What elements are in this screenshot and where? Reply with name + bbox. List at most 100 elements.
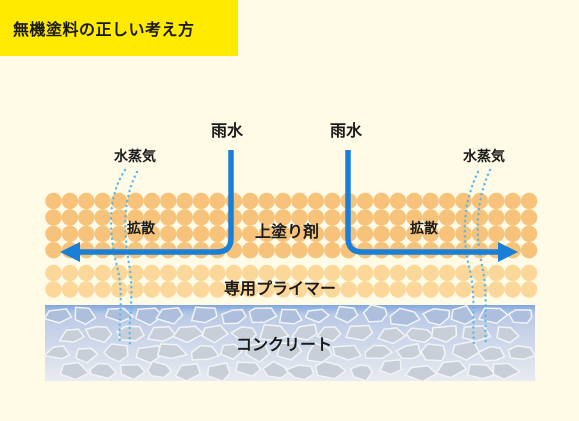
layer-dot xyxy=(127,225,144,242)
layer-dot xyxy=(209,264,226,282)
concrete-stone xyxy=(59,361,91,381)
concrete-stone xyxy=(421,308,451,326)
layer-dot xyxy=(389,209,407,226)
layer-dot xyxy=(324,209,341,226)
layer-dot xyxy=(373,192,390,210)
layer-dot xyxy=(438,264,456,282)
concrete-stone xyxy=(507,344,537,361)
vapor-path xyxy=(109,168,127,347)
concrete-stone xyxy=(258,324,290,342)
concrete-stone xyxy=(376,327,407,345)
concrete-stone xyxy=(284,364,315,381)
layer-dot xyxy=(94,281,111,298)
layer-dot xyxy=(242,209,259,226)
layer-dot xyxy=(192,192,210,210)
concrete-stone xyxy=(42,344,71,360)
layer-dot xyxy=(455,281,472,298)
layer-dot xyxy=(110,281,128,298)
layer-dot xyxy=(406,264,423,282)
layer-dot xyxy=(143,281,161,298)
layer-dot xyxy=(110,192,128,210)
layer-dot xyxy=(160,264,177,282)
layer-dot xyxy=(307,192,325,210)
concrete-stone xyxy=(476,345,506,362)
layer-dot xyxy=(192,209,210,226)
primer-layer xyxy=(45,264,538,298)
concrete-stone xyxy=(314,360,347,380)
concrete-stone xyxy=(201,324,230,344)
layer-dot xyxy=(504,225,521,242)
concrete-stone xyxy=(74,347,99,364)
layer-dot xyxy=(192,281,210,298)
concrete-stone xyxy=(316,326,342,343)
concrete-stone xyxy=(43,308,73,324)
layer-dot xyxy=(373,281,390,298)
topcoat-label: 上塗り剤 xyxy=(255,222,320,241)
layer-dot xyxy=(389,264,407,282)
layer-dot xyxy=(520,225,538,242)
layer-dot xyxy=(258,281,275,298)
concrete-stone xyxy=(174,362,202,382)
layer-dot xyxy=(488,225,505,242)
layer-dot xyxy=(455,225,472,242)
layer-dot xyxy=(389,192,407,210)
concrete-stone xyxy=(404,364,438,383)
layer-dot xyxy=(389,225,407,242)
layer-dot xyxy=(291,192,308,210)
concrete-stone xyxy=(362,303,388,323)
layer-dot xyxy=(78,225,95,242)
concrete-stone xyxy=(395,343,422,360)
diffusion-label-left: 拡散 xyxy=(127,221,155,237)
layer-dot xyxy=(61,264,79,282)
layer-dot xyxy=(160,281,177,298)
concrete-stone xyxy=(278,308,303,325)
layer-dot xyxy=(488,281,505,298)
layer-dot xyxy=(225,209,243,226)
layer-dot xyxy=(176,209,193,226)
concrete-stone xyxy=(155,307,184,325)
concrete-stone xyxy=(74,306,97,326)
layer-dot xyxy=(291,242,308,259)
concrete-stone xyxy=(364,344,394,360)
layer-dot xyxy=(520,192,538,210)
layer-dot xyxy=(94,192,111,210)
concrete-stone xyxy=(146,360,173,379)
concrete-stone xyxy=(389,307,421,327)
layer-dot xyxy=(307,242,325,259)
layer-dot xyxy=(176,264,193,282)
concrete-stone xyxy=(466,363,497,380)
layer-dot xyxy=(438,192,456,210)
layer-dot xyxy=(143,264,161,282)
layer-dot xyxy=(225,225,243,242)
vapor-label-left: 水蒸気 xyxy=(114,149,156,165)
concrete-stone xyxy=(102,343,129,363)
layer-dot xyxy=(324,264,341,282)
concrete-stone xyxy=(276,342,303,361)
concrete-stone xyxy=(345,324,374,342)
vapor-left-paths xyxy=(109,168,139,347)
layer-dot xyxy=(176,225,193,242)
layer-dot xyxy=(438,209,456,226)
layer-dot xyxy=(438,225,456,242)
layer-dot xyxy=(127,192,144,210)
layer-dot xyxy=(45,225,62,242)
layer-dot xyxy=(324,281,341,298)
layer-dot xyxy=(45,209,62,226)
concrete-stone xyxy=(349,364,374,382)
layer-dot xyxy=(143,192,161,210)
layer-dot xyxy=(356,225,374,242)
layer-dot xyxy=(520,281,538,298)
concrete-stone xyxy=(290,323,318,341)
layer-dot xyxy=(307,281,325,298)
layer-dot xyxy=(258,225,275,242)
layer-dot xyxy=(471,264,489,282)
concrete-stone xyxy=(156,343,189,360)
concrete-stone xyxy=(430,324,458,343)
layer-dot xyxy=(143,225,161,242)
layer-dot xyxy=(45,264,62,282)
concrete-stone xyxy=(58,328,86,343)
concrete-stone xyxy=(304,308,331,324)
layer-dot xyxy=(340,264,357,282)
layer-dot xyxy=(274,281,292,298)
